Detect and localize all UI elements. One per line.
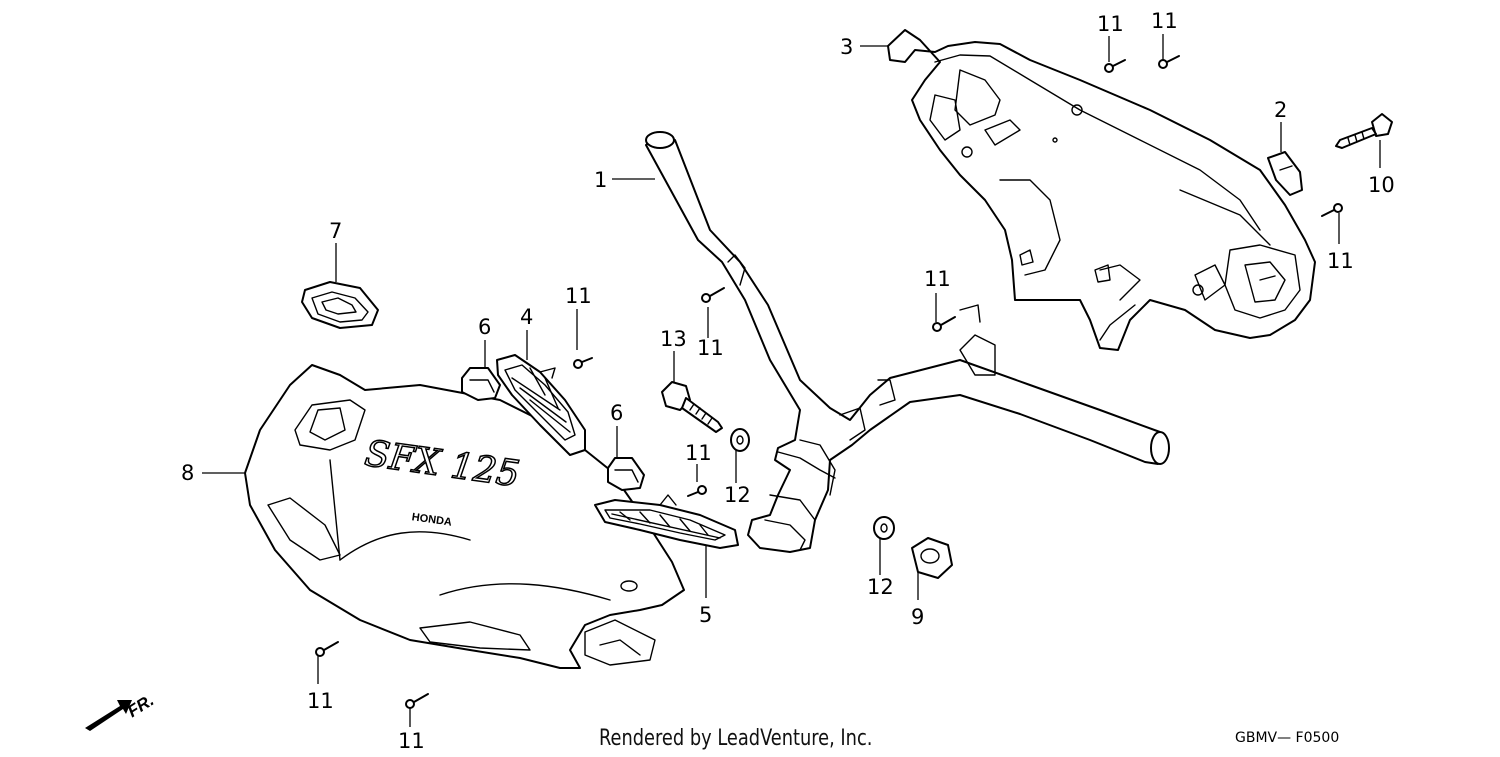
callout-13: 13 [660,327,687,351]
front-handlebar-cover: SFX 125 HONDA [244,364,685,669]
callout-11-d: 11 [924,267,951,291]
clip-part-6-upper [461,367,501,401]
rear-handlebar-cover [887,29,1316,351]
callout-12-b: 12 [867,575,894,599]
leader-lines [202,34,1381,727]
callout-6-upper: 6 [478,315,492,339]
callout-7: 7 [329,219,343,243]
callout-5: 5 [699,603,713,627]
clip-part-6-lower [607,457,645,491]
handlebar-part-1 [645,131,1170,553]
callout-8: 8 [181,461,195,485]
footer-credit: Rendered by LeadVenture, Inc. [599,726,873,751]
diagram-code: GBMV— F0500 [1235,730,1340,746]
callout-11-c: 11 [1327,249,1354,273]
callout-2: 2 [1274,98,1288,122]
washer-part-12b [873,516,895,540]
grille-part-4 [496,354,586,456]
washer-part-12a [730,428,750,452]
callout-11-g: 11 [685,441,712,465]
callout-3: 3 [840,35,854,59]
callout-11-e: 11 [697,336,724,360]
callout-1: 1 [594,168,608,192]
nut-part-9 [911,537,953,579]
cover-brand: HONDA [411,511,453,529]
callout-10: 10 [1368,173,1395,197]
callout-11-h: 11 [307,689,334,713]
bolt-part-13 [661,381,723,433]
callout-11-i: 11 [398,729,425,753]
clip-part-2 [1267,151,1303,196]
callout-11-a: 11 [1097,12,1124,36]
screws-part-11 [315,55,1343,709]
callout-11-f: 11 [565,284,592,308]
callout-9: 9 [911,605,925,629]
callout-11-b: 11 [1151,9,1178,33]
callout-12-a: 12 [724,483,751,507]
grille-part-5 [594,494,739,549]
callout-6-lower: 6 [610,401,624,425]
callout-4: 4 [520,305,534,329]
front-direction-arrow-icon [85,700,132,731]
gasket-part-7 [301,281,379,329]
bolt-part-10 [1335,113,1393,149]
